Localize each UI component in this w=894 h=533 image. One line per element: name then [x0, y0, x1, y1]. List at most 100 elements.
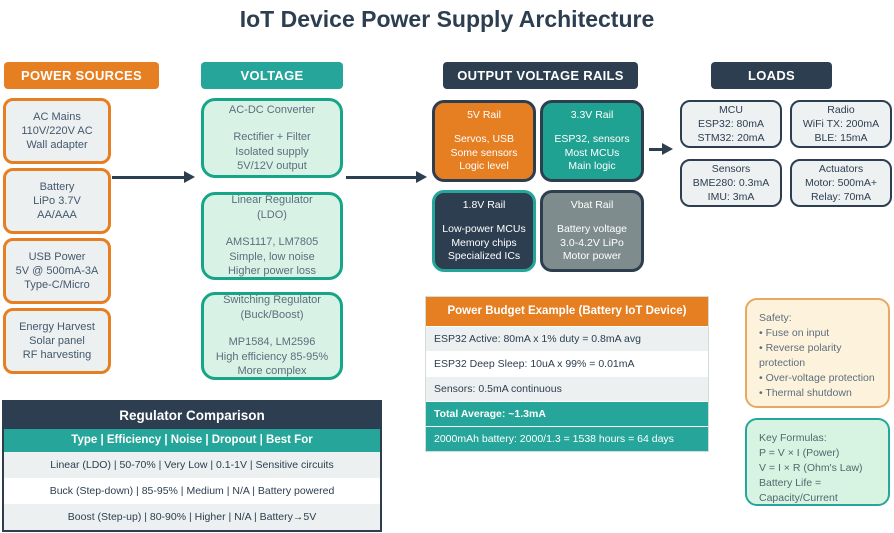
- header-loads: LOADS: [711, 62, 832, 89]
- regulator-line: More complex: [237, 365, 307, 378]
- formula-line: Capacity/Current: [759, 491, 838, 504]
- formulas-title: Key Formulas:: [759, 432, 827, 444]
- table-row: Linear (LDO) | 50-70% | Very Low | 0.1-1…: [4, 452, 380, 478]
- flow-arrow-icon: [112, 171, 195, 183]
- rail-box-1v8: 1.8V Rail Low-power MCUs Memory chips Sp…: [432, 190, 536, 272]
- load-box-sensors: Sensors BME280: 0.3mA IMU: 3mA: [680, 159, 782, 207]
- rail-line: Some sensors: [450, 146, 518, 159]
- regulator-box-acdc: AC-DC Converter Rectifier + Filter Isola…: [201, 98, 343, 178]
- table-column-headers: Type | Efficiency | Noise | Dropout | Be…: [4, 429, 380, 452]
- safety-item: • Thermal shutdown: [759, 386, 852, 399]
- load-line: MCU: [719, 104, 743, 116]
- table-row: Boost (Step-up) | 80-90% | Higher | N/A …: [4, 504, 380, 530]
- safety-title: Safety:: [759, 312, 792, 324]
- rail-line: Battery voltage: [556, 223, 628, 235]
- page-title: IoT Device Power Supply Architecture: [239, 6, 655, 32]
- source-line: 110V/220V AC: [21, 125, 93, 137]
- regulator-line: Isolated supply: [235, 145, 309, 158]
- header-output-voltage-rails: OUTPUT VOLTAGE RAILS: [443, 62, 638, 89]
- rail-box-5v: 5V Rail Servos, USB Some sensors Logic l…: [432, 100, 536, 182]
- safety-note: Safety: • Fuse on input • Reverse polari…: [745, 298, 890, 408]
- load-line: BLE: 15mA: [814, 132, 868, 144]
- source-line: AA/AAA: [37, 209, 77, 221]
- load-line: Actuators: [818, 163, 864, 175]
- regulator-line: Higher power loss: [227, 265, 317, 278]
- rail-title: 5V Rail: [467, 108, 501, 121]
- regulator-line: Rectifier + Filter: [233, 131, 311, 143]
- source-line: LiPo 3.7V: [33, 195, 81, 207]
- rail-line: 3.0-4.2V LiPo: [560, 236, 624, 249]
- rail-line: Most MCUs: [564, 146, 620, 159]
- load-box-mcu: MCU ESP32: 80mA STM32: 20mA: [680, 100, 782, 148]
- load-line: Radio: [827, 104, 855, 116]
- rail-line: Logic level: [459, 160, 509, 172]
- load-box-radio: Radio WiFi TX: 200mA BLE: 15mA: [790, 100, 892, 148]
- rail-line: Servos, USB: [453, 133, 515, 145]
- flow-arrow-icon: [649, 143, 673, 155]
- regulator-line: AMS1117, LM7805: [225, 236, 319, 249]
- source-line: Energy Harvest: [19, 321, 95, 333]
- table-row: Sensors: 0.5mA continuous: [426, 376, 708, 401]
- key-formulas-note: Key Formulas: P = V × I (Power) V = I × …: [745, 418, 890, 506]
- regulator-title: Switching Regulator: [223, 294, 321, 307]
- power-budget-table: Power Budget Example (Battery IoT Device…: [425, 296, 709, 452]
- source-line: 5V @ 500mA-3A: [15, 265, 99, 277]
- regulator-box-switching: Switching Regulator (Buck/Boost) MP1584,…: [201, 292, 343, 380]
- table-title: Regulator Comparison: [4, 402, 380, 429]
- regulator-subtitle: (LDO): [257, 208, 287, 221]
- rail-line: ESP32, sensors: [554, 133, 630, 145]
- load-line: BME280: 0.3mA: [692, 177, 770, 189]
- formula-line: P = V × I (Power): [759, 446, 840, 459]
- table-row: ESP32 Active: 80mA x 1% duty = 0.8mA avg: [426, 326, 708, 351]
- load-line: WiFi TX: 200mA: [802, 118, 880, 130]
- table-row: ESP32 Deep Sleep: 10uA x 99% = 0.01mA: [426, 351, 708, 376]
- load-line: Sensors: [711, 163, 751, 175]
- rail-title: Vbat Rail: [570, 198, 614, 211]
- load-line: Relay: 70mA: [810, 191, 872, 203]
- source-line: Battery: [39, 181, 75, 193]
- flow-arrow-icon: [346, 171, 427, 183]
- rail-line: Specialized ICs: [447, 250, 521, 262]
- source-line: Wall adapter: [26, 139, 88, 151]
- table-row-total: Total Average: ~1.3mA: [426, 401, 708, 426]
- source-line: AC Mains: [33, 111, 81, 123]
- table-title: Power Budget Example (Battery IoT Device…: [426, 297, 708, 326]
- rail-box-vbat: Vbat Rail Battery voltage 3.0-4.2V LiPo …: [540, 190, 644, 272]
- load-line: STM32: 20mA: [697, 132, 765, 144]
- regulator-line: High efficiency 85-95%: [215, 350, 329, 363]
- source-line: USB Power: [28, 251, 86, 263]
- source-box-energy-harvest: Energy Harvest Solar panel RF harvesting: [3, 308, 111, 374]
- source-box-usb: USB Power 5V @ 500mA-3A Type-C/Micro: [3, 238, 111, 304]
- load-line: ESP32: 80mA: [698, 118, 764, 130]
- table-row: Buck (Step-down) | 85-95% | Medium | N/A…: [4, 478, 380, 504]
- source-box-battery: Battery LiPo 3.7V AA/AAA: [3, 168, 111, 234]
- regulator-subtitle: (Buck/Boost): [240, 308, 304, 321]
- rail-line: Main logic: [568, 160, 616, 172]
- rail-line: Motor power: [562, 250, 622, 262]
- source-line: RF harvesting: [22, 349, 92, 361]
- source-box-ac-mains: AC Mains 110V/220V AC Wall adapter: [3, 98, 111, 164]
- formula-line: Battery Life =: [759, 476, 822, 489]
- regulator-line: MP1584, LM2596: [228, 336, 316, 349]
- header-voltage-regulation: VOLTAGE REGULATION: [201, 62, 343, 110]
- safety-item: • Over-voltage protection: [759, 371, 875, 384]
- regulator-line: 5V/12V output: [237, 160, 307, 172]
- safety-item: • Fuse on input: [759, 326, 830, 339]
- safety-item: • Reverse polarity protection: [759, 341, 842, 369]
- load-line: Motor: 500mA+: [804, 177, 878, 189]
- rail-title: 3.3V Rail: [570, 108, 614, 121]
- regulator-title: Linear Regulator: [231, 194, 313, 207]
- source-line: Solar panel: [29, 335, 85, 347]
- rail-box-3v3: 3.3V Rail ESP32, sensors Most MCUs Main …: [540, 100, 644, 182]
- rail-line: Low-power MCUs: [442, 223, 526, 235]
- regulator-title: AC-DC Converter: [228, 103, 316, 116]
- header-power-sources: POWER SOURCES: [4, 62, 159, 89]
- formula-line: V = I × R (Ohm's Law): [759, 461, 863, 474]
- rail-line: Memory chips: [451, 236, 517, 249]
- rail-title: 1.8V Rail: [462, 198, 506, 211]
- load-box-actuators: Actuators Motor: 500mA+ Relay: 70mA: [790, 159, 892, 207]
- source-line: Type-C/Micro: [24, 279, 90, 291]
- regulator-comparison-table: Regulator Comparison Type | Efficiency |…: [2, 400, 382, 532]
- regulator-box-ldo: Linear Regulator (LDO) AMS1117, LM7805 S…: [201, 192, 343, 280]
